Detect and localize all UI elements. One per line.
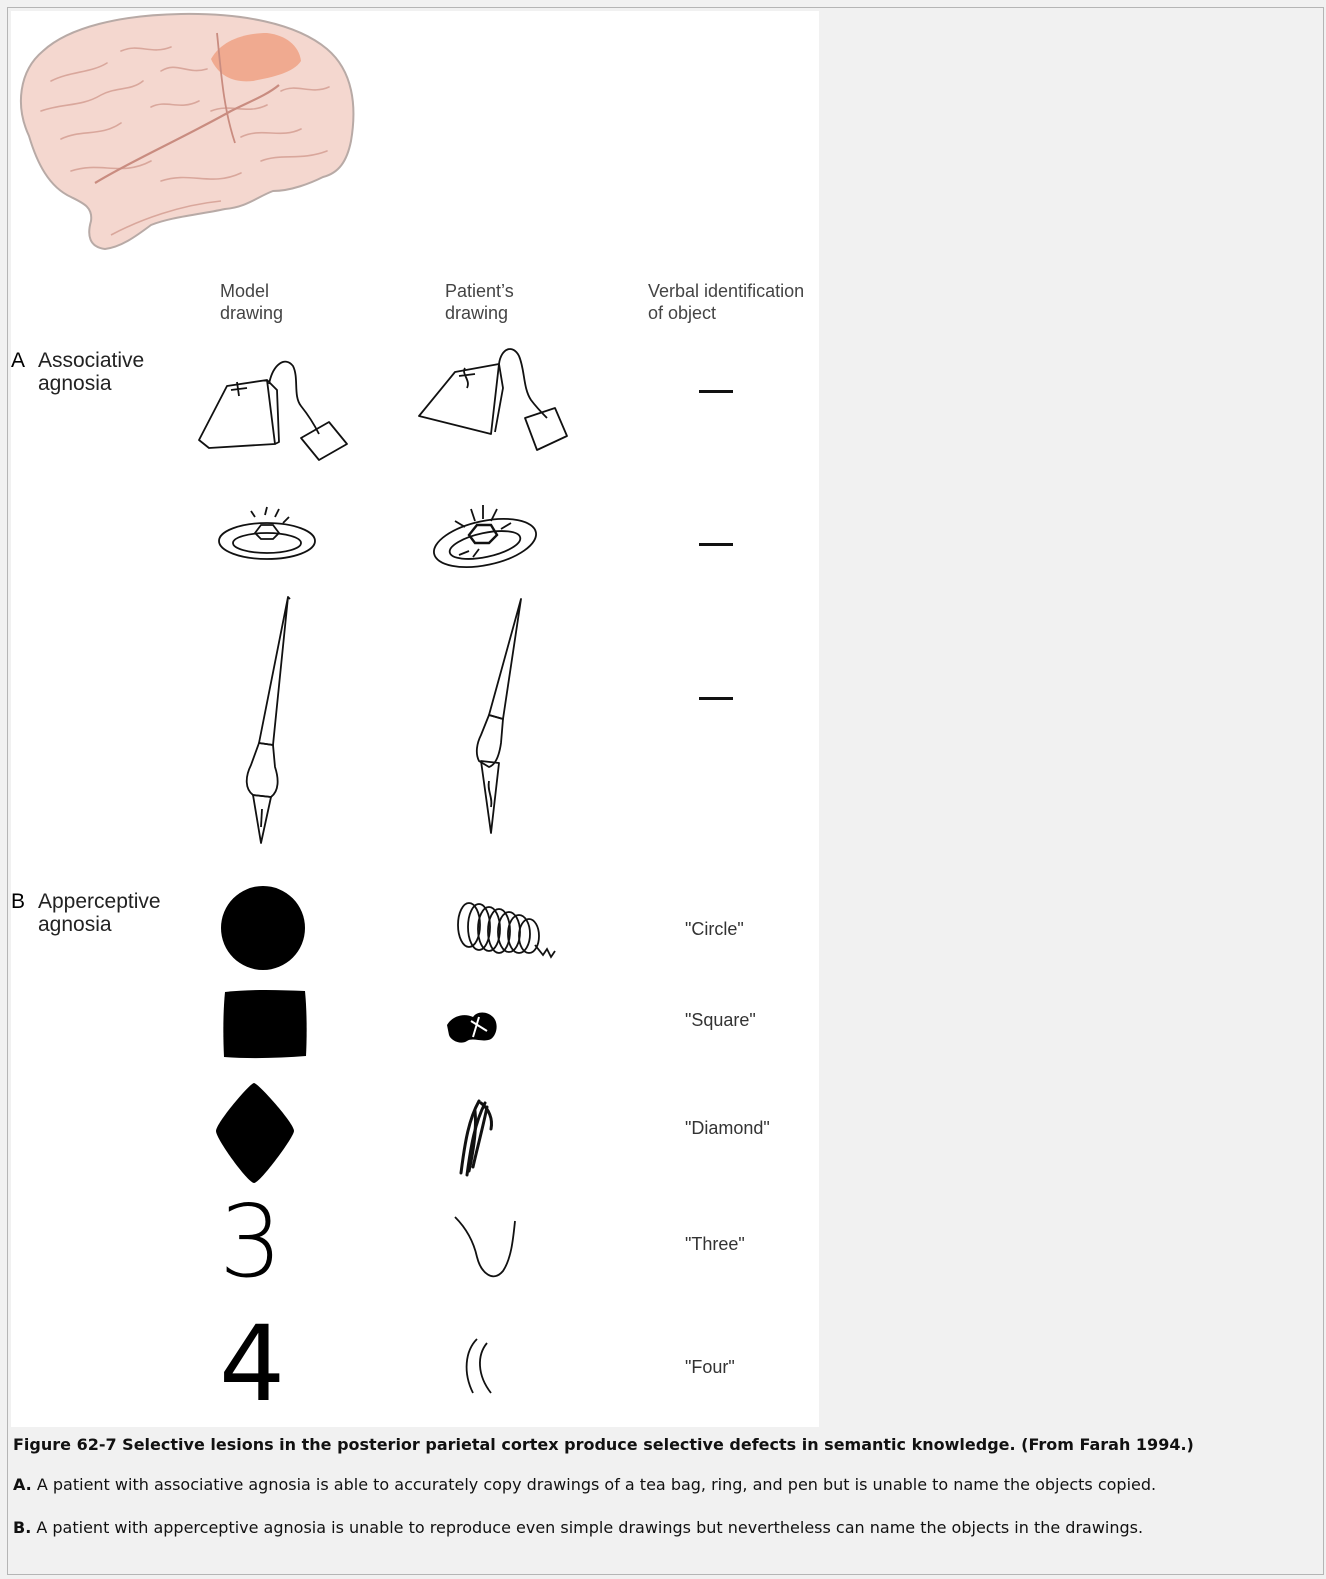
model-circle-shape bbox=[220, 885, 308, 971]
figure-panel: Model drawing Patient’s drawing Verbal i… bbox=[11, 11, 819, 1427]
figure-caption-title: Figure 62-7 Selective lesions in the pos… bbox=[13, 1435, 1194, 1454]
caption-a-label: A. bbox=[13, 1475, 32, 1494]
verbal-id-diamond: "Diamond" bbox=[685, 1118, 770, 1139]
patient-teabag-drawing bbox=[415, 344, 575, 464]
patient-pen-drawing bbox=[465, 597, 535, 837]
verbal-id-circle: "Circle" bbox=[685, 919, 744, 940]
model-square-shape bbox=[222, 988, 308, 1060]
caption-b-text: A patient with apperceptive agnosia is u… bbox=[31, 1518, 1143, 1537]
column-header-patient: Patient’s drawing bbox=[445, 280, 514, 324]
section-a-title: Associative agnosia bbox=[38, 349, 144, 395]
patient-four-scribble bbox=[461, 1337, 505, 1397]
model-teabag-drawing bbox=[197, 356, 357, 476]
model-diamond-shape bbox=[214, 1081, 296, 1185]
caption-b-label: B. bbox=[13, 1518, 31, 1537]
patient-circle-scribble bbox=[455, 897, 559, 971]
patient-square-scribble bbox=[443, 1007, 503, 1047]
column-header-model: Model drawing bbox=[220, 280, 283, 324]
verbal-id-ring bbox=[699, 543, 733, 546]
model-ring-drawing bbox=[217, 503, 327, 569]
verbal-id-square: "Square" bbox=[685, 1010, 756, 1031]
section-b-title: Apperceptive agnosia bbox=[38, 890, 161, 936]
verbal-id-four: "Four" bbox=[685, 1357, 735, 1378]
brain-illustration bbox=[11, 11, 371, 256]
model-three-numeral: 3 bbox=[219, 1183, 283, 1301]
section-a-letter: A bbox=[11, 349, 25, 373]
section-b-letter: B bbox=[11, 890, 25, 914]
verbal-id-pen bbox=[699, 697, 733, 700]
column-header-verbal: Verbal identification of object bbox=[648, 280, 804, 324]
patient-diamond-scribble bbox=[455, 1097, 499, 1179]
patient-three-scribble bbox=[453, 1213, 519, 1283]
caption-a-text: A patient with associative agnosia is ab… bbox=[32, 1475, 1156, 1494]
caption-paragraph-a: A. A patient with associative agnosia is… bbox=[13, 1475, 1156, 1494]
verbal-id-three: "Three" bbox=[685, 1234, 745, 1255]
model-pen-drawing bbox=[239, 595, 299, 845]
caption-paragraph-b: B. A patient with apperceptive agnosia i… bbox=[13, 1518, 1143, 1537]
verbal-id-teabag bbox=[699, 390, 733, 393]
patient-ring-drawing bbox=[429, 495, 549, 579]
model-four-numeral: 4 bbox=[219, 1303, 285, 1425]
